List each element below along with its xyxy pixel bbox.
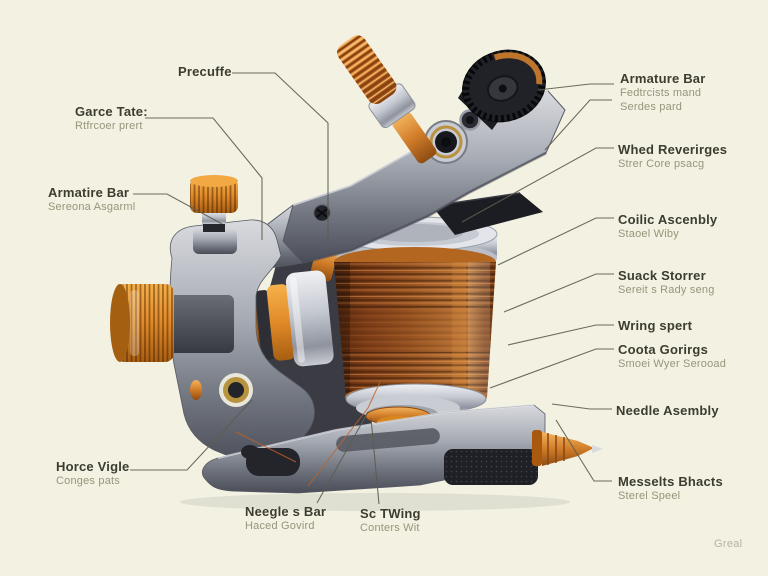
callout-title: Messelts Bhacts	[618, 474, 723, 489]
callout-messelts-bhacts: Messelts Bhacts Sterel Speel	[618, 474, 723, 503]
leader-horce-vigle	[130, 399, 253, 471]
callout-needle-asembly: Needle Asembly	[616, 403, 719, 418]
callout-title: Armatire Bar	[48, 185, 130, 200]
contact-screw	[337, 35, 437, 164]
callout-neegles-bar: Neegle s Bar Haced Govird	[245, 504, 326, 533]
frame-screw-lower	[219, 373, 253, 407]
watermark-text: Greal	[714, 538, 743, 550]
callout-subtitle: Sterel Speel	[618, 490, 681, 502]
leader-armature-right-2	[544, 99, 612, 151]
callout-armature-bar-left: Armatire Bar Sereona Asgarml	[48, 185, 135, 214]
callout-title: Sc TWing	[360, 506, 421, 521]
callout-subtitle: Sereit s Rady seng	[618, 284, 715, 296]
callout-subtitle: Rtfrcoer prert	[75, 120, 143, 132]
callout-title: Coilic Ascenbly	[618, 212, 718, 227]
callout-title: Whed Reverirges	[618, 142, 728, 157]
callout-subtitle: Fedtrcists mand	[620, 87, 702, 99]
machine-shadow	[180, 493, 570, 511]
callout-subtitle: Conters Wit	[360, 522, 420, 534]
callout-title: Armature Bar	[620, 71, 706, 86]
leader-armature-left	[133, 193, 223, 225]
arm-screw-left	[312, 203, 332, 223]
callout-suack-storrer: Suack Storrer Sereit s Rady seng	[618, 268, 715, 297]
callout-title: Horce Vigle	[56, 459, 130, 474]
leader-suack	[503, 273, 614, 313]
callout-whed-reverirges: Whed Reverirges Strer Core psacg	[618, 142, 727, 171]
callout-title: Suack Storrer	[618, 268, 706, 283]
leader-precuffe	[232, 72, 329, 243]
callout-subtitle: Strer Core psacg	[618, 158, 705, 170]
callout-horce-vigle: Horce Vigle Conges pats	[56, 459, 130, 488]
leader-neegles-bar	[316, 411, 369, 504]
leader-sc-twing	[370, 417, 380, 505]
leader-lines	[130, 72, 614, 505]
callout-subtitle: Serdes pard	[620, 101, 683, 113]
callout-title: Garce Tate:	[75, 104, 148, 119]
leader-coota	[489, 348, 614, 389]
callout-subtitle: Staoel Wiby	[618, 228, 679, 240]
callout-coota-gorirgs: Coota Gorirgs Smoei Wyer Serooad	[618, 342, 726, 371]
callout-coilic-ascenbly: Coilic Ascenbly Staoel Wiby	[618, 212, 717, 241]
callout-title: Neegle s Bar	[245, 504, 327, 519]
callout-garce-tate: Garce Tate: Rtfrcoer prert	[75, 104, 148, 133]
leader-coilic	[497, 217, 614, 266]
leader-wring	[507, 324, 614, 346]
callout-title: Wring spert	[618, 318, 693, 333]
contact-post	[190, 380, 202, 400]
leader-needle-asembly	[551, 403, 612, 410]
callout-title: Precuffe	[178, 64, 232, 79]
coil-wires	[235, 381, 381, 487]
leader-armature-right-1	[537, 83, 614, 91]
armature-bar-plate	[432, 193, 543, 235]
leader-whed	[461, 147, 614, 223]
callout-wring-spert: Wring spert	[618, 318, 692, 333]
callout-subtitle: Haced Govird	[245, 520, 315, 532]
tube-vice-knob-left	[110, 284, 234, 362]
needle-point	[592, 445, 603, 453]
tube-vice-knob-top	[190, 175, 238, 254]
callout-title: Coota Gorirgs	[618, 342, 708, 357]
coil-assembly	[310, 216, 498, 436]
leader-messelts	[555, 419, 612, 482]
thumbwheel	[462, 49, 546, 123]
needle-tip-cone	[532, 430, 603, 466]
callout-subtitle: Sereona Asgarml	[48, 201, 136, 213]
callout-title: Needle Asembly	[616, 403, 719, 418]
callout-precuffe: Precuffe	[178, 64, 232, 79]
callout-sc-twing: Sc TWing Conters Wit	[360, 506, 421, 535]
callout-armature-bar-right: Armature Bar Fedtrcists mand Serdes pard	[620, 71, 706, 114]
frame-foot	[246, 448, 300, 476]
leader-garce-tate	[145, 117, 263, 240]
callout-subtitle: Smoei Wyer Serooad	[618, 358, 727, 370]
callout-subtitle: Conges pats	[56, 475, 120, 487]
